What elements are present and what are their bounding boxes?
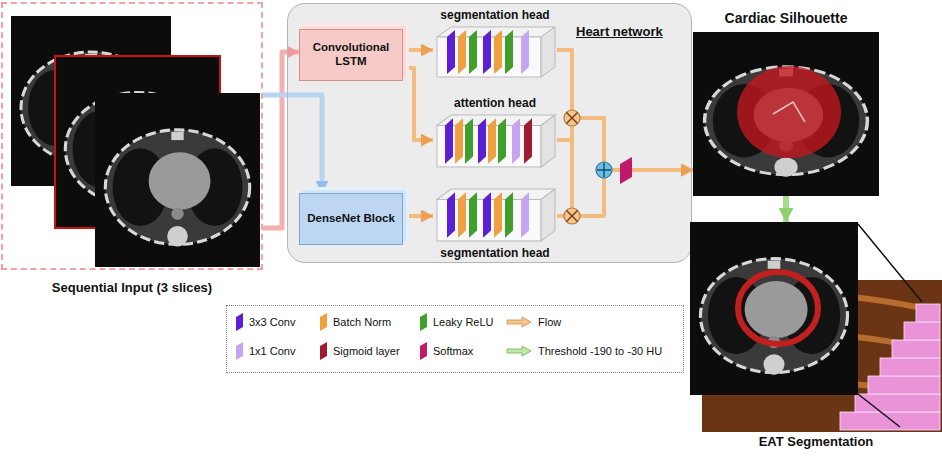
add-symbol bbox=[596, 162, 612, 178]
flow-arrow bbox=[403, 216, 433, 217]
legend-text: Softmax bbox=[433, 345, 473, 357]
layer-block bbox=[433, 113, 557, 169]
legend-swatch bbox=[236, 342, 243, 360]
box-label: Convolutional LSTM bbox=[306, 41, 396, 69]
node-label: segmentation head bbox=[440, 246, 549, 260]
node-label: attention head bbox=[454, 96, 536, 110]
multiply-symbol bbox=[564, 110, 580, 126]
legend-swatch bbox=[420, 313, 427, 331]
module-box: DenseNet Block bbox=[299, 193, 403, 245]
flow-sample bbox=[506, 316, 532, 328]
head-block: segmentation head bbox=[433, 25, 557, 79]
ct-slice-stack bbox=[3, 4, 261, 268]
flow-arrow bbox=[403, 50, 433, 51]
legend-entry: Threshold -190 to -30 HU bbox=[506, 343, 662, 359]
flow-arrow bbox=[786, 196, 787, 222]
legend-swatch bbox=[236, 313, 243, 331]
box-label: DenseNet Block bbox=[307, 212, 395, 226]
legend-swatch bbox=[320, 313, 327, 331]
multiply-symbol bbox=[564, 208, 580, 224]
legend-swatch bbox=[420, 342, 427, 360]
threshold-sample bbox=[506, 345, 532, 357]
layer-block bbox=[433, 25, 557, 79]
flow-arrow bbox=[263, 52, 299, 228]
eat-render bbox=[690, 222, 942, 432]
output-image: Cardiac Silhouette bbox=[693, 32, 879, 196]
legend-entry: Sigmoid layer bbox=[320, 343, 400, 359]
legend-box bbox=[226, 305, 684, 373]
legend-entry: 1x1 Conv bbox=[236, 343, 295, 359]
ct-heart-mask bbox=[693, 32, 879, 196]
legend-text: 1x1 Conv bbox=[249, 345, 295, 357]
node-label: Heart network bbox=[576, 24, 663, 39]
head-block: segmentation head bbox=[433, 187, 557, 243]
node-label: segmentation head bbox=[440, 8, 549, 22]
legend-text: 3x3 Conv bbox=[249, 316, 295, 328]
softmax-layer bbox=[620, 157, 632, 184]
node-label: EAT Segmentation bbox=[759, 434, 874, 449]
module-box: Convolutional LSTM bbox=[299, 29, 403, 81]
flow-arrow bbox=[557, 118, 693, 216]
legend-entry: Leaky ReLU bbox=[420, 314, 494, 330]
legend-swatch bbox=[320, 342, 327, 360]
output-image: EAT Segmentation bbox=[690, 222, 942, 432]
head-block: attention head bbox=[433, 113, 557, 169]
legend-text: Sigmoid layer bbox=[333, 345, 400, 357]
heart-network-panel bbox=[287, 3, 692, 263]
flow-arrow bbox=[403, 68, 433, 140]
legend-entry: Softmax bbox=[420, 343, 473, 359]
flow-arrow bbox=[557, 50, 693, 170]
legend-entry: 3x3 Conv bbox=[236, 314, 295, 330]
legend-text: Flow bbox=[538, 316, 561, 328]
input-region: Sequential Input (3 slices) bbox=[1, 2, 263, 270]
legend-entry: Flow bbox=[506, 314, 561, 330]
legend-text: Threshold -190 to -30 HU bbox=[538, 345, 662, 357]
legend-entry: Batch Norm bbox=[320, 314, 391, 330]
legend-text: Batch Norm bbox=[333, 316, 391, 328]
flow-arrow bbox=[263, 95, 322, 193]
node-label: Sequential Input (3 slices) bbox=[52, 280, 212, 295]
node-label: Cardiac Silhouette bbox=[725, 10, 848, 26]
legend-text: Leaky ReLU bbox=[433, 316, 494, 328]
network-group: Heart networkConvolutional LSTM segmenta… bbox=[287, 3, 692, 263]
layer-block bbox=[433, 187, 557, 243]
